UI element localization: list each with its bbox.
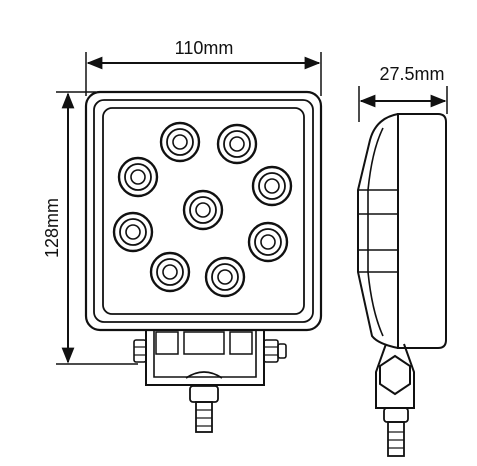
led-2	[216, 123, 258, 165]
side-housing-back	[357, 113, 399, 349]
bracket-slot-center	[183, 331, 225, 355]
led-7	[247, 221, 289, 263]
led-9	[204, 256, 246, 298]
height-label: 128mm	[42, 198, 62, 258]
led-array	[112, 121, 293, 298]
height-dimension: 128mm	[42, 91, 138, 365]
led-5	[182, 189, 224, 231]
led-8	[149, 251, 191, 293]
front-lens	[102, 107, 305, 315]
led-6	[112, 211, 154, 253]
led-4	[251, 165, 293, 207]
bracket-slot-left	[155, 331, 179, 355]
bolt-right	[263, 339, 279, 363]
side-stud	[387, 421, 405, 457]
stud-nut	[189, 385, 219, 403]
led-3	[117, 156, 159, 198]
front-housing-outer	[84, 90, 323, 332]
bolt-right-nut	[277, 343, 287, 359]
front-housing-inner	[93, 99, 314, 323]
bracket-inner-outline	[153, 331, 257, 378]
bolt-left	[133, 339, 147, 363]
stud	[195, 401, 213, 433]
front-view	[84, 90, 323, 332]
side-lens-body	[397, 113, 447, 349]
side-bracket-nut	[379, 354, 411, 396]
width-dimension: 110mm	[85, 38, 322, 96]
side-bracket	[375, 343, 415, 409]
depth-dimension: 27.5mm	[358, 64, 448, 122]
side-housing-fin	[367, 127, 384, 337]
led-1	[159, 121, 201, 163]
width-label: 110mm	[175, 38, 234, 58]
bracket-slot-right	[229, 331, 253, 355]
bracket-bottom-nut	[185, 371, 223, 379]
front-mounting-bracket	[133, 331, 287, 433]
side-view	[357, 113, 447, 457]
side-stud-nut	[383, 407, 409, 423]
depth-label: 27.5mm	[379, 64, 444, 84]
